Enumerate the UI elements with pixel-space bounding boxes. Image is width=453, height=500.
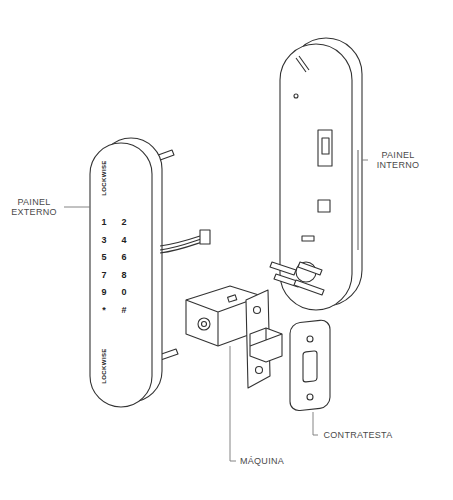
part-label: PAINEL INTERNO [370, 150, 426, 171]
leader-line [64, 207, 90, 208]
part-label: CONTRATESTA [324, 430, 393, 440]
strike-hole [303, 351, 317, 382]
keypad-key: 2 [121, 217, 126, 227]
keypad-key: 5 [101, 252, 106, 262]
keypad-key: 0 [121, 287, 126, 297]
leader-line [313, 412, 318, 435]
brand-mark: LOCKWISE [101, 160, 108, 196]
external-panel-front [90, 143, 152, 407]
leader-line [230, 346, 236, 461]
connector-plug [200, 230, 210, 244]
brand-mark: LOCKWISE [101, 348, 108, 384]
switch [318, 200, 330, 212]
strike-plate [290, 319, 330, 411]
leader-line [362, 160, 368, 161]
screw-post [296, 56, 309, 72]
latch-bolt [250, 328, 282, 362]
part-label: MÁQUINA [240, 456, 284, 466]
stud [270, 262, 296, 275]
keypad-key: * [102, 304, 106, 314]
screw-hole [307, 336, 313, 342]
keypad-key: 7 [101, 269, 106, 279]
part-label: PAINEL EXTERNO [6, 197, 62, 218]
keypad-key: 6 [121, 252, 126, 262]
keypad-key: 9 [101, 287, 106, 297]
wire [160, 242, 202, 253]
keypad-key: 4 [121, 234, 126, 244]
mechanism [318, 130, 332, 166]
keypad-key: 3 [101, 234, 106, 244]
stud [294, 280, 324, 295]
mechanism [322, 138, 329, 154]
keypad-key: 1 [101, 217, 106, 227]
stud [298, 262, 322, 275]
slot [302, 236, 314, 241]
latch-hub [198, 318, 210, 330]
screw-hole [307, 394, 313, 400]
hole [294, 94, 298, 98]
keypad-key: # [121, 304, 126, 314]
keypad-key: 8 [121, 269, 126, 279]
